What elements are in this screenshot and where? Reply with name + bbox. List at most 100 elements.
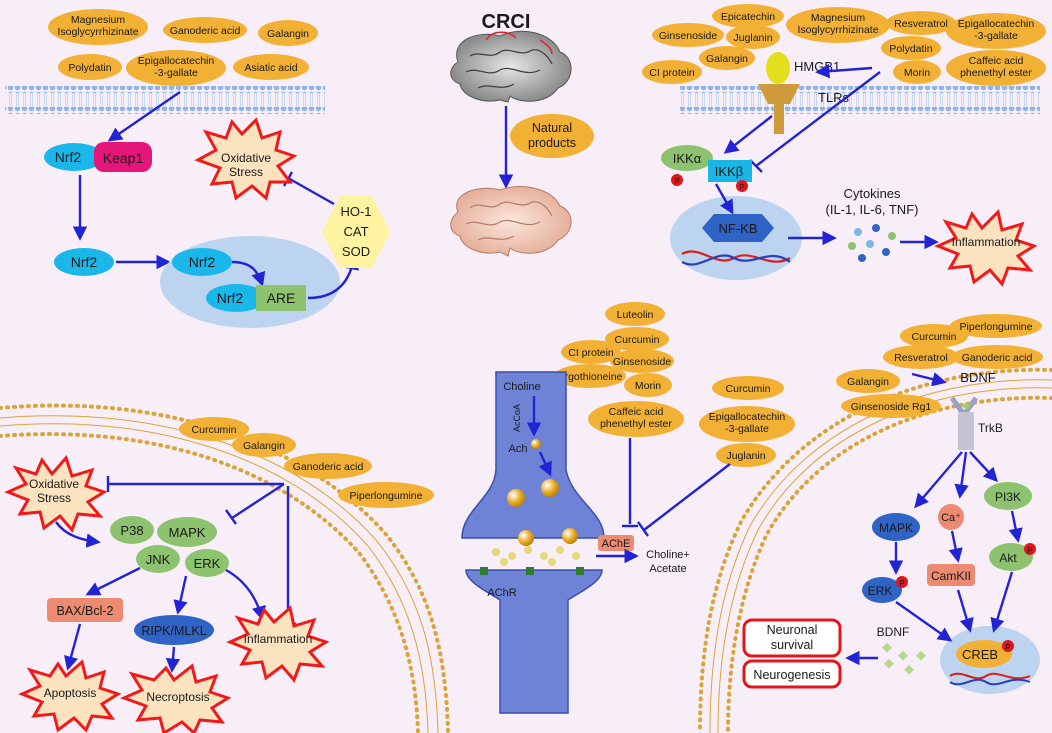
- creb-label: CREB: [962, 647, 998, 662]
- compound-pill: [699, 46, 755, 70]
- inhibition-bar: [225, 509, 237, 525]
- enzyme-label: CAT: [343, 224, 368, 239]
- arrow: [64, 623, 82, 671]
- brain-gray-icon: [450, 30, 572, 103]
- nfkb-node: [702, 214, 774, 242]
- nrf2-node: [206, 284, 266, 312]
- cytokines-list: (IL-1, IL-6, TNF): [826, 202, 919, 217]
- phospho-badge: [896, 576, 908, 588]
- are-label: ARE: [267, 290, 296, 306]
- compound-pill: [699, 406, 795, 442]
- dna-helix-icon: [681, 250, 791, 266]
- nrf2-label: Nrf2: [71, 254, 98, 270]
- arrow: [990, 571, 1014, 633]
- compound-label: Morin: [904, 67, 930, 79]
- compound-label: Galangin: [847, 376, 889, 388]
- inhibition-line: [755, 71, 881, 167]
- camkii-node: [927, 564, 975, 586]
- mapk-compound-group: Curcumin Galangin Ganoderic acid Piperlo…: [179, 417, 434, 508]
- erk-label: ERK: [868, 584, 893, 598]
- cytokine-dots: [848, 224, 896, 262]
- keap1-label: Keap1: [103, 150, 144, 166]
- compound-label: Polydatin: [68, 62, 111, 74]
- compound-label: Curcumin: [615, 334, 660, 346]
- compound-label: Galangin: [267, 28, 309, 40]
- compound-label: Galangin: [706, 53, 748, 65]
- arrow: [954, 451, 969, 499]
- compound-pill: [893, 60, 941, 84]
- nucleus: [160, 236, 340, 328]
- compound-label: Ginsenoside: [659, 30, 718, 42]
- inflammation-burst: Inflammation: [226, 605, 330, 683]
- inflammation-burst: Inflammation: [934, 209, 1038, 287]
- compound-label: Piperlongumine: [960, 321, 1033, 333]
- compound-pill: [786, 7, 890, 43]
- accoa-label: AcCoA: [512, 404, 522, 432]
- ikk-alpha-label: IKKα: [673, 151, 702, 166]
- compound-label: Resveratrol: [894, 352, 948, 364]
- arrow: [714, 183, 734, 215]
- nfkb-label: NF-KB: [719, 221, 758, 236]
- compound-pill: [258, 20, 318, 46]
- erk-label: ERK: [194, 556, 221, 571]
- bdnf-release-label: BDNF: [877, 625, 910, 639]
- mapk-node: [157, 517, 217, 547]
- arrow: [173, 575, 188, 615]
- compound-pill: [561, 340, 621, 364]
- camkii-label: CamKII: [931, 569, 971, 583]
- inhibition-bar: [637, 521, 649, 537]
- compound-pill: [588, 401, 684, 437]
- compound-label: Ganoderic acid: [170, 25, 241, 37]
- compound-pill: [883, 345, 959, 369]
- mapk-node: [872, 513, 920, 541]
- compound-pill: [652, 23, 724, 47]
- brain-healthy-icon: [450, 186, 572, 257]
- arrow: [969, 451, 998, 483]
- keap1-node: [94, 142, 152, 172]
- nrf2-label: Nrf2: [217, 290, 244, 306]
- natural-products-badge: [510, 114, 594, 158]
- phospho-badge: [736, 180, 748, 192]
- compound-pill: [712, 376, 784, 400]
- jnk-node: [136, 545, 180, 573]
- compound-label: Morin: [635, 380, 661, 392]
- compound-pill: [716, 443, 776, 467]
- necroptosis-burst: Necroptosis: [119, 663, 232, 733]
- compound-pill: [284, 453, 372, 479]
- ache-label: AChE: [602, 538, 631, 550]
- compound-pill: [554, 364, 626, 388]
- compound-label: CI protein: [568, 347, 614, 359]
- choline-label: Choline: [503, 381, 540, 393]
- vesicle: [507, 489, 525, 507]
- mapk-label: MAPK: [169, 525, 206, 540]
- inflammation-label: Inflammation: [244, 632, 313, 646]
- cell-membrane-top-left: [5, 86, 325, 114]
- compound-pill: [642, 60, 702, 84]
- compound-pill: [836, 369, 900, 393]
- akt-node: [989, 543, 1033, 571]
- phospho-badge: [1024, 543, 1036, 555]
- erk-node: [862, 577, 902, 603]
- compound-pill: [58, 54, 122, 80]
- achr-receptor: [480, 567, 488, 575]
- compound-pill: [179, 417, 249, 441]
- arrow: [225, 568, 266, 621]
- compound-pill: [712, 4, 784, 28]
- bdnf-particles: [882, 642, 926, 675]
- compound-pill: [886, 11, 956, 35]
- ache-node: [598, 535, 634, 551]
- compound-label: Ginsenoside: [613, 356, 672, 368]
- phospho-badge: [1002, 640, 1014, 652]
- bax-bcl2-label: BAX/Bcl-2: [57, 604, 114, 618]
- compound-pill: [126, 50, 226, 86]
- p38-label: P38: [120, 523, 143, 538]
- compound-pill: [950, 314, 1042, 338]
- bdnf-compound-group: Curcumin Piperlongumine Resveratrol Gano…: [836, 314, 1043, 418]
- arrow: [895, 601, 953, 642]
- ache-compound-group: Luteolin Curcumin CI protein Ginsenoside…: [554, 302, 795, 467]
- compound-pill: [48, 9, 148, 45]
